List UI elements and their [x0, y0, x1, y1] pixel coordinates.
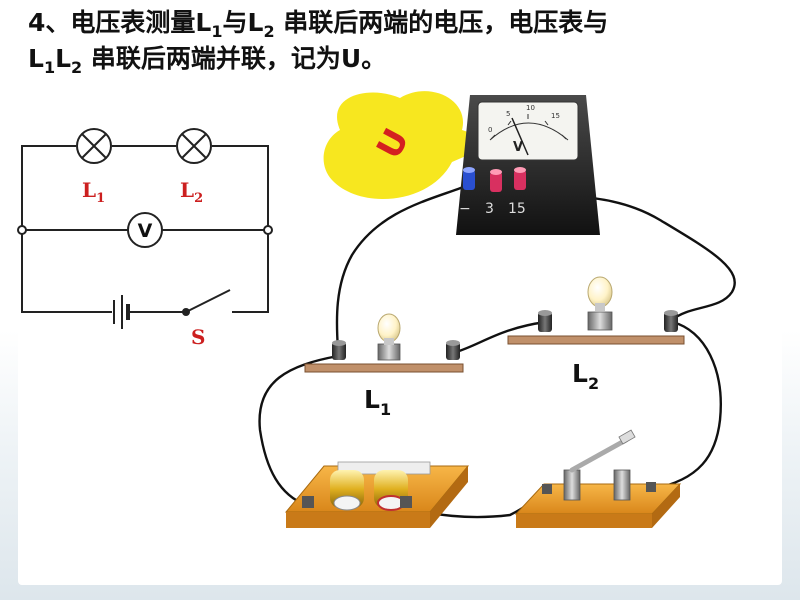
u-callout: U — [323, 91, 498, 200]
voltmeter-terminals — [463, 167, 526, 192]
schematic-lamp-1 — [76, 128, 112, 164]
lamp-1-label: L1 — [364, 385, 391, 419]
schematic-junction-left — [17, 225, 27, 235]
title-sub3: 1 — [43, 58, 56, 77]
schematic-voltmeter-label: V — [138, 220, 153, 242]
title-part3: 串联后两端并联，记为 — [82, 44, 341, 73]
battery-cell-2 — [374, 470, 408, 511]
voltmeter-needle-label: V — [513, 140, 523, 155]
schematic-switch — [182, 289, 231, 316]
wire-meter-neg-to-L1 — [335, 184, 468, 352]
title-part2: 串联后两端的电压，电压表与 — [274, 8, 609, 37]
switch-blade — [569, 437, 629, 473]
title-L2b: L — [55, 44, 72, 73]
scale-15: 15 — [551, 112, 560, 120]
schematic-lamp-1-label: L1 — [82, 178, 105, 206]
title-L1b: L — [28, 44, 44, 73]
wire-L2-to-switch — [650, 320, 722, 491]
knife-switch — [514, 429, 682, 528]
lamp-2-assembly — [507, 276, 685, 345]
scale-0: 0 — [488, 126, 492, 134]
title-conj: 与 — [222, 8, 248, 37]
title-end: 。 — [361, 44, 387, 73]
title-L2: L — [247, 8, 264, 37]
schematic — [17, 128, 273, 329]
scale-5: 5 — [506, 110, 510, 118]
schematic-switch-label: S — [191, 325, 205, 349]
title-L1: L — [195, 8, 212, 37]
title-part1: 4、电压表测量 — [28, 8, 196, 37]
slide-title: 4、电压表测量L1与L2 串联后两端的电压，电压表与 L1L2 串联后两端并联，… — [28, 6, 778, 78]
schematic-voltmeter — [127, 212, 163, 248]
battery-cell-1 — [330, 470, 364, 511]
voltmeter-needle — [511, 117, 529, 156]
title-sub2: 2 — [263, 22, 275, 41]
schematic-lamp-2-label: L2 — [180, 178, 203, 206]
wire-L1-to-battery — [258, 354, 340, 507]
terminal-15: 15 — [508, 201, 526, 217]
voltmeter-scale-ticks — [490, 114, 567, 140]
terminal-neg: − — [459, 201, 471, 217]
title-sub4: 2 — [71, 58, 83, 77]
lamp-2-label: L2 — [572, 359, 599, 393]
voltmeter-device: 0 5 10 15 V − 3 15 — [456, 95, 600, 235]
schematic-battery — [113, 295, 130, 329]
schematic-lamp-2 — [176, 128, 212, 164]
wire-L1-to-L2 — [454, 320, 548, 354]
title-sub1: 1 — [211, 22, 223, 41]
scale-10: 10 — [526, 104, 535, 112]
battery-box — [284, 461, 470, 528]
lamp-1-assembly — [304, 313, 464, 373]
title-U: U — [340, 44, 362, 73]
terminal-3: 3 — [485, 201, 494, 217]
schematic-junction-right — [263, 225, 273, 235]
